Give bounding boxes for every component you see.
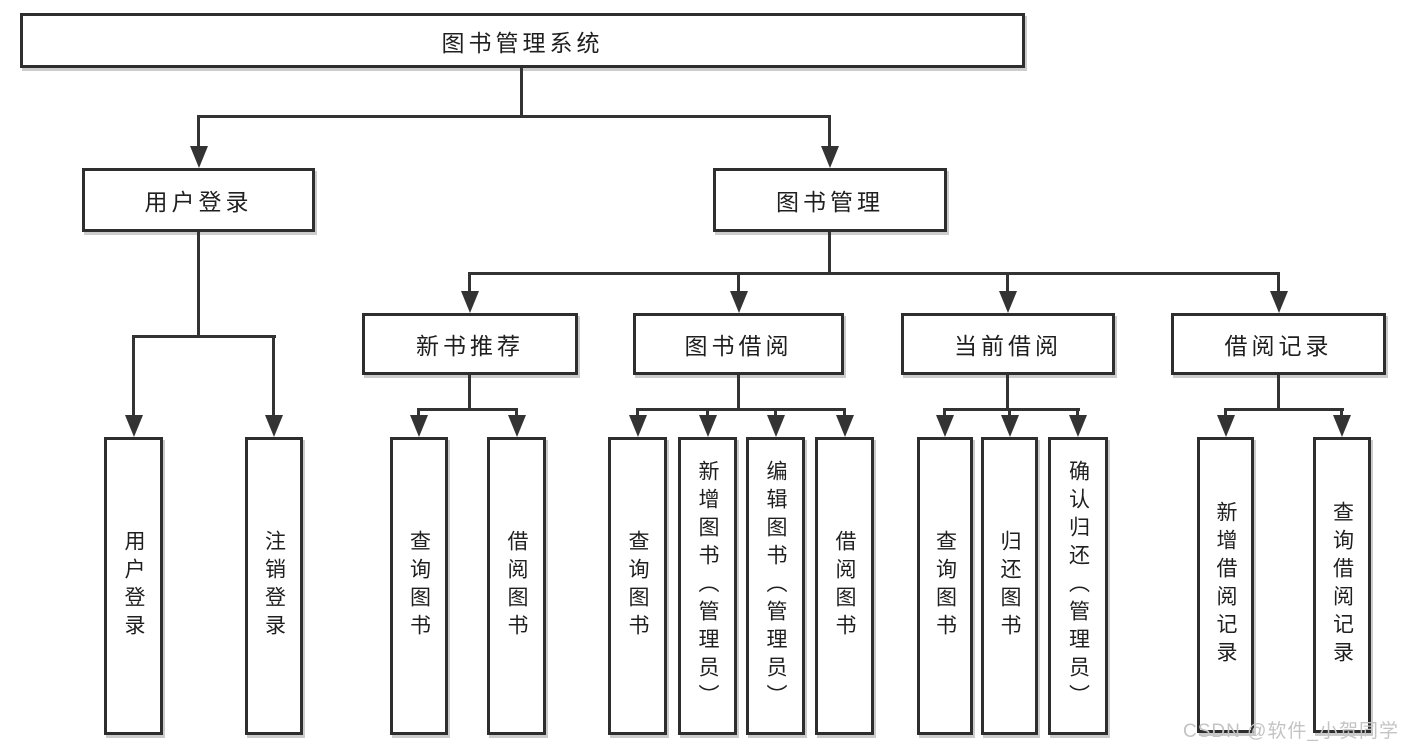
connector-to-c2 bbox=[706, 408, 709, 419]
arrowhead-borrow-records bbox=[1270, 291, 1288, 313]
connector-borrow-records-drop bbox=[1277, 375, 1280, 411]
connector-user-login-rail bbox=[132, 335, 276, 338]
connector-level2-rail bbox=[197, 115, 831, 118]
connector-new-book-drop bbox=[468, 375, 471, 411]
arrowhead-c4 bbox=[836, 415, 854, 437]
connector-book-borrow-drop bbox=[737, 375, 740, 411]
arrowhead-c2 bbox=[699, 415, 717, 437]
connector-current-borrow-rail bbox=[944, 408, 1080, 411]
node-book-management: 图书管理 bbox=[713, 168, 947, 232]
connector-level3-rail bbox=[470, 272, 1280, 275]
arrowhead-e1 bbox=[1217, 415, 1235, 437]
arrowhead-e2 bbox=[1333, 415, 1351, 437]
leaf-confirm-return-admin: 确认归还（管理员） bbox=[1048, 437, 1108, 735]
node-user-login: 用户登录 bbox=[82, 168, 315, 232]
connector-book-borrow-rail bbox=[636, 408, 846, 411]
arrowhead-d3 bbox=[1069, 415, 1087, 437]
connector-new-book-rail bbox=[417, 408, 518, 411]
leaf-user-login: 用户登录 bbox=[104, 437, 163, 735]
connector-to-new-book bbox=[468, 272, 471, 294]
node-borrow-records: 借阅记录 bbox=[1171, 313, 1386, 375]
arrowhead-d1 bbox=[936, 415, 954, 437]
arrowhead-b2 bbox=[508, 415, 526, 437]
connector-to-d1 bbox=[943, 408, 946, 419]
arrowhead-new-book bbox=[461, 291, 479, 313]
connector-user-login-drop bbox=[197, 232, 200, 338]
arrowhead-book-mgmt bbox=[821, 146, 839, 168]
arrowhead-c1 bbox=[629, 415, 647, 437]
leaf-return-books: 归还图书 bbox=[981, 437, 1038, 735]
arrowhead-b1 bbox=[410, 415, 428, 437]
arrowhead-d2 bbox=[1001, 415, 1019, 437]
arrowhead-leaf-logout bbox=[265, 415, 283, 437]
leaf-borrow-books: 借阅图书 bbox=[815, 437, 874, 735]
node-current-borrow: 当前借阅 bbox=[901, 313, 1115, 375]
arrowhead-c3 bbox=[767, 415, 785, 437]
connector-to-book-borrow bbox=[737, 272, 740, 294]
leaf-add-books-admin: 新增图书（管理员） bbox=[678, 437, 737, 735]
connector-to-e2 bbox=[1340, 408, 1343, 419]
connector-to-d3 bbox=[1076, 408, 1079, 419]
leaf-edit-books-admin: 编辑图书（管理员） bbox=[746, 437, 805, 735]
connector-borrow-records-rail bbox=[1224, 408, 1344, 411]
leaf-borrow-books-recommend: 借阅图书 bbox=[487, 437, 546, 735]
arrowhead-user-login bbox=[190, 146, 208, 168]
leaf-logout: 注销登录 bbox=[245, 437, 303, 735]
connector-to-d2 bbox=[1008, 408, 1011, 419]
leaf-query-books-borrow: 查询图书 bbox=[608, 437, 667, 735]
connector-to-c1 bbox=[636, 408, 639, 419]
connector-to-user-login bbox=[197, 115, 200, 148]
arrowhead-book-borrow bbox=[730, 291, 748, 313]
connector-to-book-mgmt bbox=[828, 115, 831, 148]
node-root-library-system: 图书管理系统 bbox=[20, 13, 1025, 68]
connector-to-leaf-login bbox=[132, 335, 135, 417]
connector-current-borrow-drop bbox=[1006, 375, 1009, 411]
arrowhead-leaf-login bbox=[125, 415, 143, 437]
connector-book-mgmt-drop bbox=[828, 232, 831, 275]
connector-to-c4 bbox=[843, 408, 846, 419]
connector-to-c3 bbox=[774, 408, 777, 419]
connector-to-leaf-logout bbox=[272, 335, 275, 417]
connector-to-e1 bbox=[1224, 408, 1227, 419]
leaf-query-books-current: 查询图书 bbox=[917, 437, 973, 735]
connector-root-drop bbox=[520, 68, 523, 118]
connector-to-b1 bbox=[417, 408, 420, 419]
arrowhead-current-borrow bbox=[999, 291, 1017, 313]
leaf-add-borrow-record: 新增借阅记录 bbox=[1197, 437, 1254, 733]
node-book-borrow: 图书借阅 bbox=[633, 313, 844, 375]
leaf-query-books-recommend: 查询图书 bbox=[390, 437, 448, 735]
connector-to-b2 bbox=[515, 408, 518, 419]
csdn-watermark: CSDN @软件_小贺同学 bbox=[1183, 721, 1399, 742]
node-new-book-recommend: 新书推荐 bbox=[362, 313, 578, 375]
connector-to-current-borrow bbox=[1006, 272, 1009, 294]
leaf-query-borrow-record: 查询借阅记录 bbox=[1313, 437, 1371, 733]
connector-to-borrow-records bbox=[1277, 272, 1280, 294]
